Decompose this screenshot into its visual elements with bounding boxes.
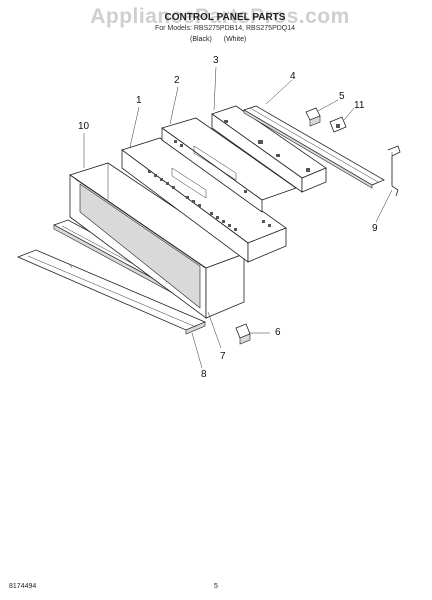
- leader-lines: [83, 66, 393, 369]
- color-white: (White): [223, 36, 247, 43]
- callout-6: 6: [275, 327, 281, 338]
- callout-10: 10: [78, 121, 90, 132]
- callout-3: 3: [213, 55, 219, 66]
- callout-7: 7: [220, 351, 226, 362]
- part-6-end-clip: [235, 323, 251, 345]
- overlay-keypad: [148, 170, 271, 231]
- color-legend: (Black) (White): [190, 36, 256, 43]
- part-1-control-overlay: [121, 137, 287, 263]
- part-2-rear-panel: [161, 117, 297, 213]
- page-title: CONTROL PANEL PARTS: [164, 12, 286, 23]
- watermark: AppliancePartsPros.com: [90, 5, 350, 28]
- part-11-bracket: [329, 116, 347, 133]
- part-number: 8174494: [9, 583, 37, 590]
- part-3-control-board: [211, 105, 327, 193]
- color-black: (Black): [190, 36, 212, 43]
- callout-11: 11: [354, 100, 365, 111]
- callout-9: 9: [372, 223, 378, 234]
- callout-8: 8: [201, 369, 207, 380]
- callout-4: 4: [290, 71, 296, 82]
- part-4-mounting-bracket: [243, 105, 385, 189]
- page-number: 5: [214, 583, 218, 590]
- callout-5: 5: [339, 91, 345, 102]
- part-5-clip: [305, 107, 321, 127]
- callout-1: 1: [136, 95, 142, 106]
- part-10-panel-housing: [69, 162, 245, 319]
- part-9-side-bracket: [387, 145, 401, 197]
- part-8-trim-strip: [16, 249, 207, 335]
- callout-2: 2: [174, 75, 180, 86]
- model-subtitle: For Models: RBS275PDB14, RBS275PDQ14: [154, 25, 296, 32]
